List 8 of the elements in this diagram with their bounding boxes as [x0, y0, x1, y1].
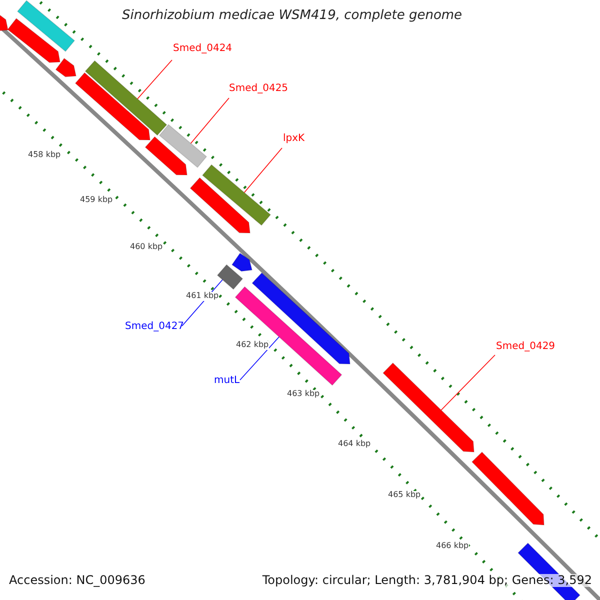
title: Sinorhizobium medicae WSM419, complete genome	[122, 9, 462, 24]
scale-label: 460 kbp	[130, 243, 163, 252]
info-text: Topology: circular; Length: 3,781,904 bp; Genes: 3,592	[262, 574, 592, 588]
scale-label: 462 kbp	[236, 341, 269, 350]
scale-label: 466 kbp	[436, 542, 469, 551]
info-text: Accession: NC_009636	[9, 574, 146, 588]
scale-label: 465 kbp	[388, 491, 421, 500]
scale-label: 459 kbp	[80, 196, 113, 205]
